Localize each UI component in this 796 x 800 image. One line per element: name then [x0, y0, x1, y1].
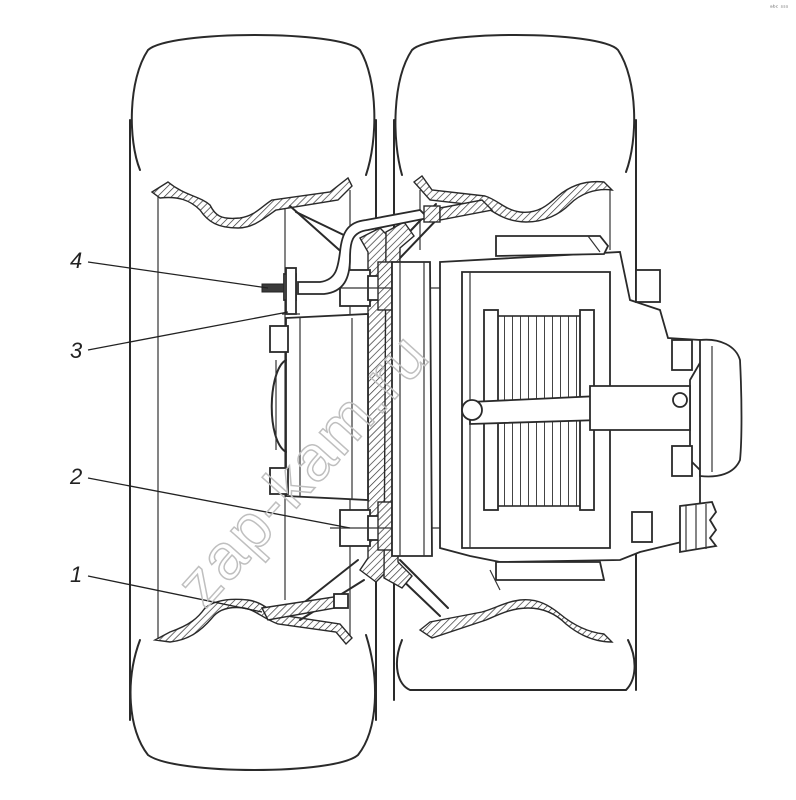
leader-4: [87, 261, 269, 289]
brake-caliper: [439, 235, 705, 591]
leader-3: [87, 311, 289, 351]
callout-2: 2: [69, 464, 82, 489]
caliper-bolt-low: [671, 445, 693, 477]
callout-1: 1: [70, 562, 82, 587]
caliper-bolt-mid: [671, 339, 693, 371]
hub-drum: [269, 313, 369, 501]
left-rim-bottom: [152, 598, 353, 646]
left-rim-top: [150, 176, 353, 229]
valve-extension: [260, 593, 349, 621]
hose-bracket: [282, 267, 300, 315]
corner-mark: ᵃᵇᶜ ˢˢˢ: [770, 4, 789, 12]
leader-1: [87, 575, 263, 613]
callout-3: 3: [70, 338, 83, 363]
lower-wheel-bolt: [330, 501, 440, 551]
leader-2: [87, 477, 351, 529]
caliper-bolt-top: [635, 269, 661, 303]
right-rim-bottom: [418, 598, 614, 643]
brake-disc: [391, 261, 433, 557]
brake-actuator: [699, 338, 743, 478]
callout-leaders: [87, 261, 351, 613]
bellows-boot: [679, 501, 718, 554]
right-rim-top: [412, 175, 614, 223]
callout-4: 4: [70, 248, 82, 273]
